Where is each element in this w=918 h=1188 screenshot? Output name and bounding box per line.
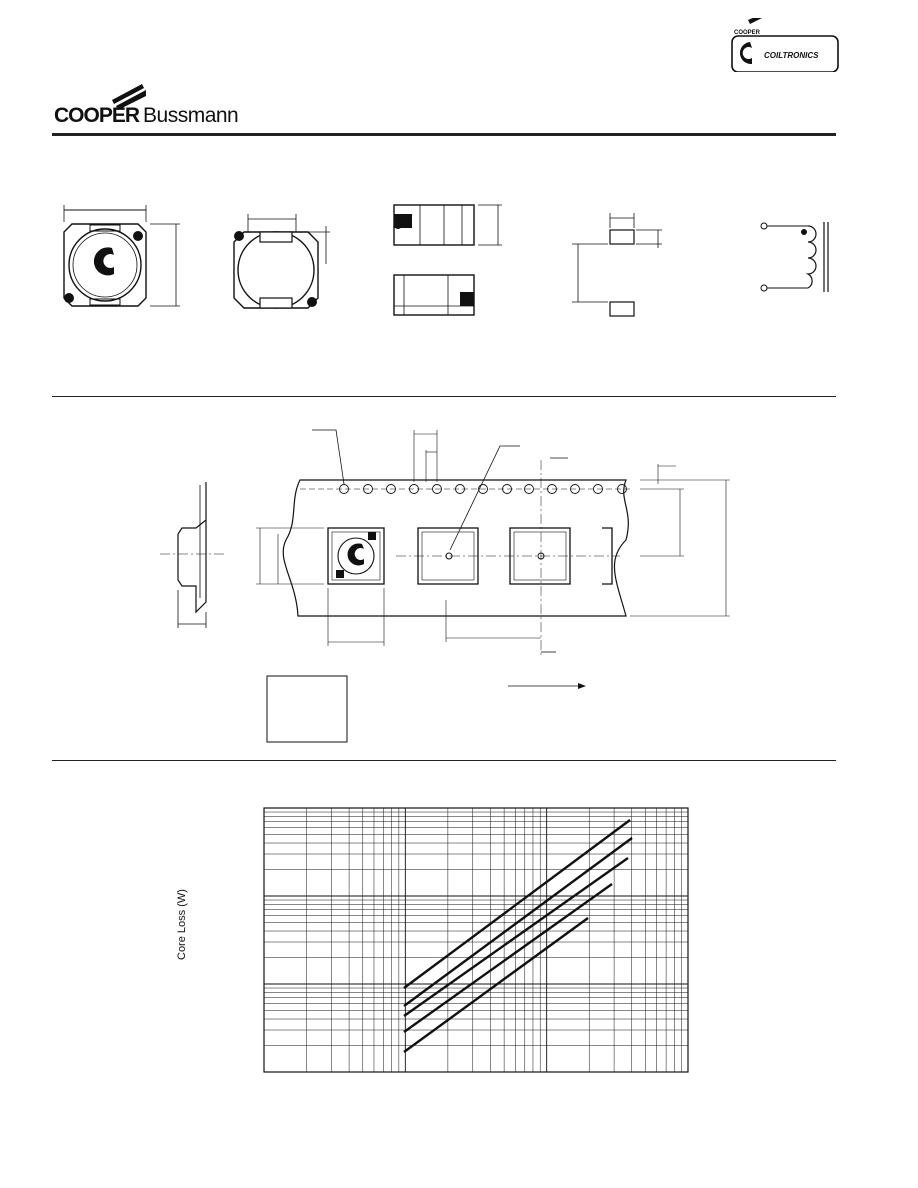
side-view-drawing	[393, 204, 502, 316]
section-rule-2	[52, 760, 836, 761]
core-loss-series-line	[403, 883, 613, 1033]
bottom-view-drawing	[233, 214, 330, 309]
header-rule	[52, 133, 836, 136]
core-loss-series-line	[403, 819, 631, 989]
core-loss-series-line	[403, 837, 633, 1007]
top-view-drawing	[63, 205, 180, 307]
chart-y-axis-label: Core Loss (W)	[176, 889, 188, 960]
chart-plot-area	[263, 807, 689, 1073]
chart-series-group	[403, 819, 633, 1053]
core-loss-series-line	[403, 857, 629, 1017]
coiltronics-logo: COOPER COILTRONICS	[731, 18, 839, 72]
core-loss-series-line	[403, 917, 589, 1053]
brand-bold: COOPER	[54, 104, 140, 127]
pad-layout-drawing	[572, 213, 662, 317]
schematic-drawing	[760, 222, 829, 292]
corner-brand-text: COILTRONICS	[764, 51, 819, 60]
mechanical-drawings	[63, 204, 829, 317]
corner-small-text: COOPER	[734, 30, 761, 36]
chart-grid	[263, 808, 688, 1073]
section-rule-1	[52, 396, 836, 397]
brand-regular: Bussmann	[143, 104, 239, 127]
cooper-logo-mark	[112, 84, 146, 110]
